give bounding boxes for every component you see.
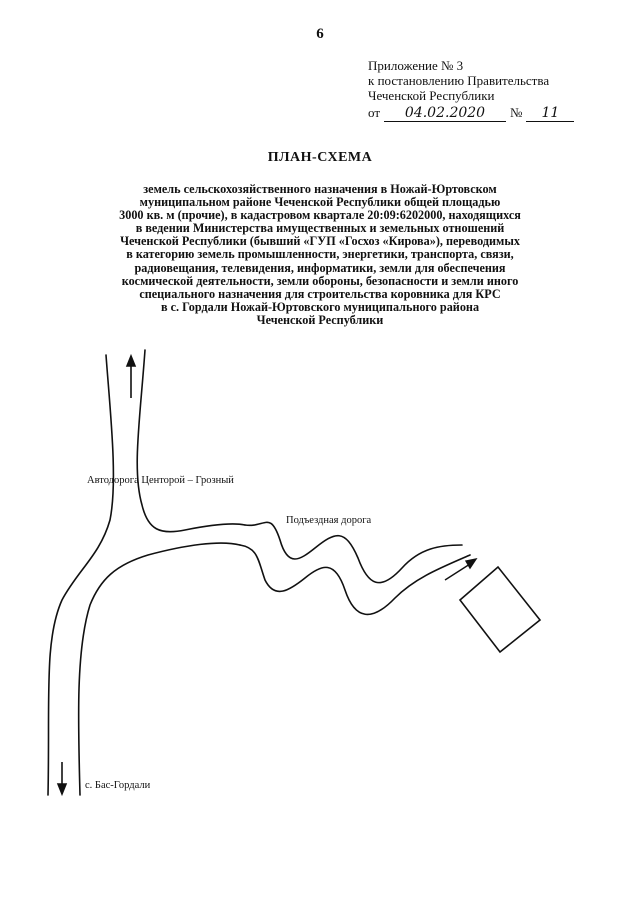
appendix-title: Приложение № 3 — [368, 58, 464, 73]
highway-left-edge — [47, 354, 115, 796]
appendix-block: Приложение № 3 к постановлению Правитель… — [368, 58, 628, 122]
description-line: космической деятельности, земли обороны,… — [121, 273, 519, 288]
from-label: от — [368, 105, 381, 120]
access-road-upper-edge — [244, 521, 463, 584]
village-label: с. Бас-Гордали — [85, 780, 151, 791]
page-number: 6 — [316, 26, 324, 42]
description-line: Чеченской Республики (бывший «ГУП «Госхо… — [120, 234, 520, 249]
access-road-label: Подъездная дорога — [286, 515, 372, 526]
land-plot — [458, 565, 542, 654]
arrow-right-icon — [444, 557, 478, 581]
highway-right-edge — [136, 349, 246, 533]
document-description: земель сельскохозяйственного назначения … — [60, 182, 580, 327]
arrow-up-icon — [125, 353, 137, 398]
description-line: в с. Гордали Ножай-Юртовского муниципаль… — [160, 299, 480, 314]
description-line: в ведении Министерства имущественных и з… — [135, 221, 505, 236]
number-label: № — [510, 105, 523, 120]
description-line: в категорию земель промышленности, энерг… — [126, 247, 514, 262]
handwritten-number: 11 — [526, 106, 575, 122]
plan-scheme-drawing — [47, 349, 542, 797]
description-line: Чеченской Республики — [256, 312, 384, 327]
document-title: ПЛАН-СХЕМА — [267, 150, 373, 165]
appendix-line-1: к постановлению Правительства — [368, 73, 550, 88]
description-line: 3000 кв. м (прочие), в кадастровом кварт… — [119, 208, 521, 223]
appendix-line-2: Чеченской Республики — [368, 88, 495, 103]
highway-lower-edge — [77, 542, 241, 796]
access-road-lower-edge — [239, 544, 471, 616]
description-line: муниципальном районе Чеченской Республик… — [139, 195, 501, 210]
description-line: радиовещания, телевидения, информатики, … — [134, 260, 506, 275]
description-line: специального назначения для строительств… — [139, 286, 501, 301]
handwritten-date: 04.02.2020 — [384, 106, 507, 122]
description-line: земель сельскохозяйственного назначения … — [143, 182, 497, 196]
appendix-date-line: от 04.02.2020 № 11 — [368, 105, 628, 122]
arrow-down-icon — [56, 762, 68, 797]
highway-label: Автодорога Центорой – Грозный — [87, 475, 234, 486]
